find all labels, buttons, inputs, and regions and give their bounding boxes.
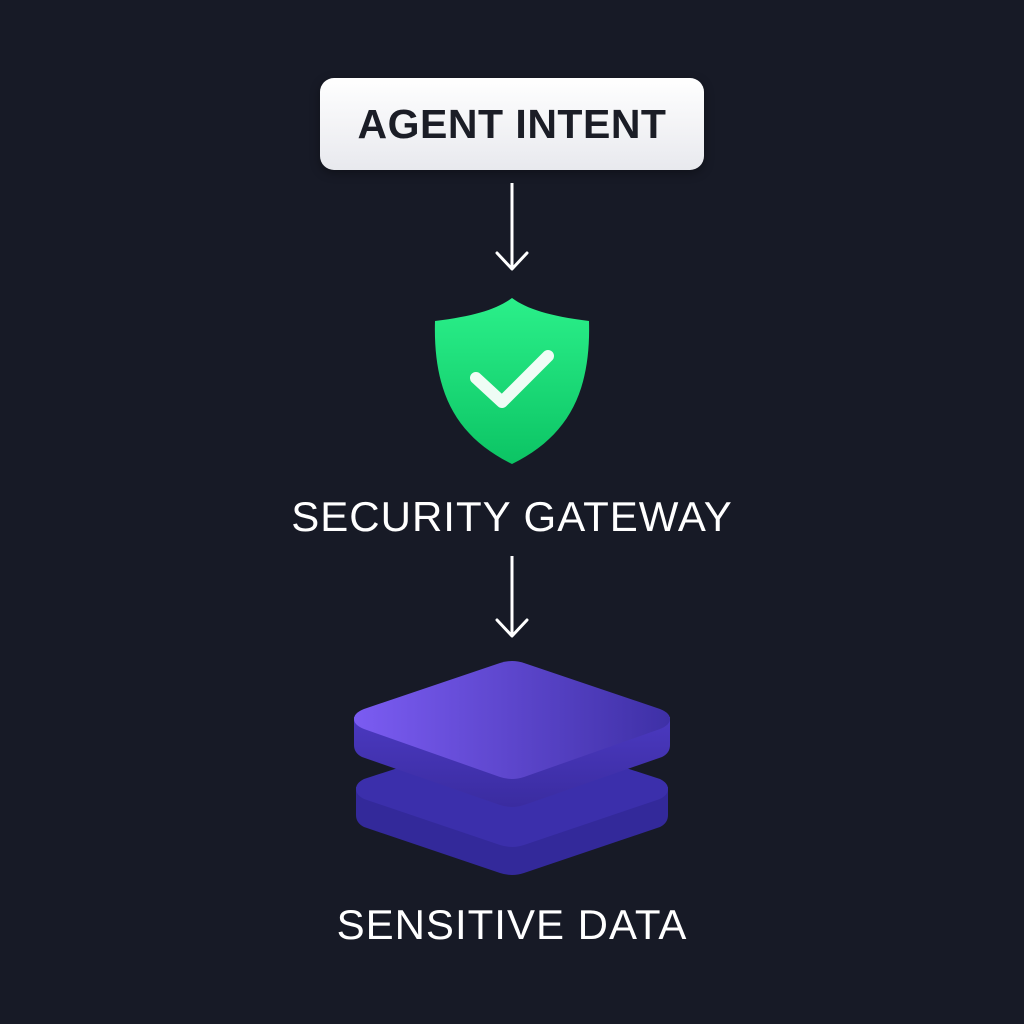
shield-check-icon xyxy=(434,298,590,464)
security-gateway-label: SECURITY GATEWAY xyxy=(291,493,733,540)
agent-intent-label: AGENT INTENT xyxy=(357,100,667,147)
database-stack-icon xyxy=(354,661,670,875)
sensitive-data-label: SENSITIVE DATA xyxy=(336,901,688,948)
agent-intent-box: AGENT INTENT xyxy=(320,78,704,170)
